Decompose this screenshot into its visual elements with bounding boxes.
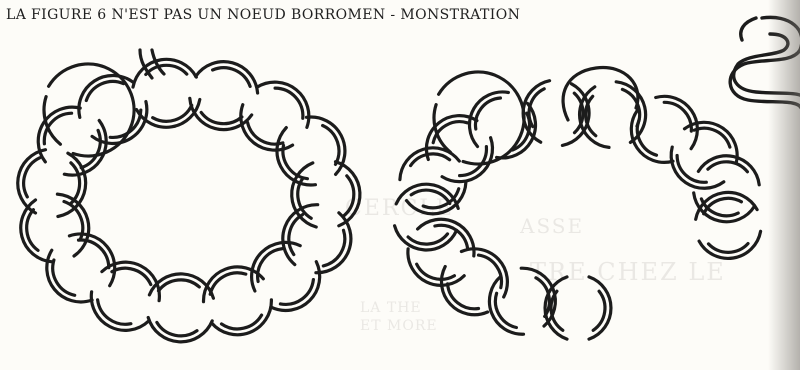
left-chain-ring (289, 215, 303, 255)
right-chain-ring (417, 264, 455, 279)
figure-right-open-chain (395, 68, 761, 340)
right-chain-ring (395, 226, 457, 250)
corner-loop-tail (741, 18, 756, 40)
right-chain-ring (593, 291, 605, 330)
left-chain-ring (343, 176, 354, 217)
left-chain-ring (157, 322, 197, 335)
left-chain-ring (27, 210, 38, 251)
left-chain-ring (146, 65, 187, 74)
left-chain-ring (201, 112, 242, 123)
left-chain-ring (222, 315, 262, 329)
left-chain-ring (323, 126, 339, 165)
right-chain-ring (411, 154, 450, 166)
figure-left-closed-chain (18, 50, 360, 342)
left-chain-ring (153, 105, 192, 121)
left-chain-ring (24, 158, 40, 197)
page-spine-shadow (768, 0, 800, 370)
right-chain-ring (408, 234, 447, 244)
right-chain-ring (709, 244, 749, 253)
right-chain-ring (411, 190, 450, 203)
right-chain-ring (708, 162, 748, 172)
left-chain-ring (159, 280, 200, 291)
left-chain-ring (112, 268, 151, 284)
